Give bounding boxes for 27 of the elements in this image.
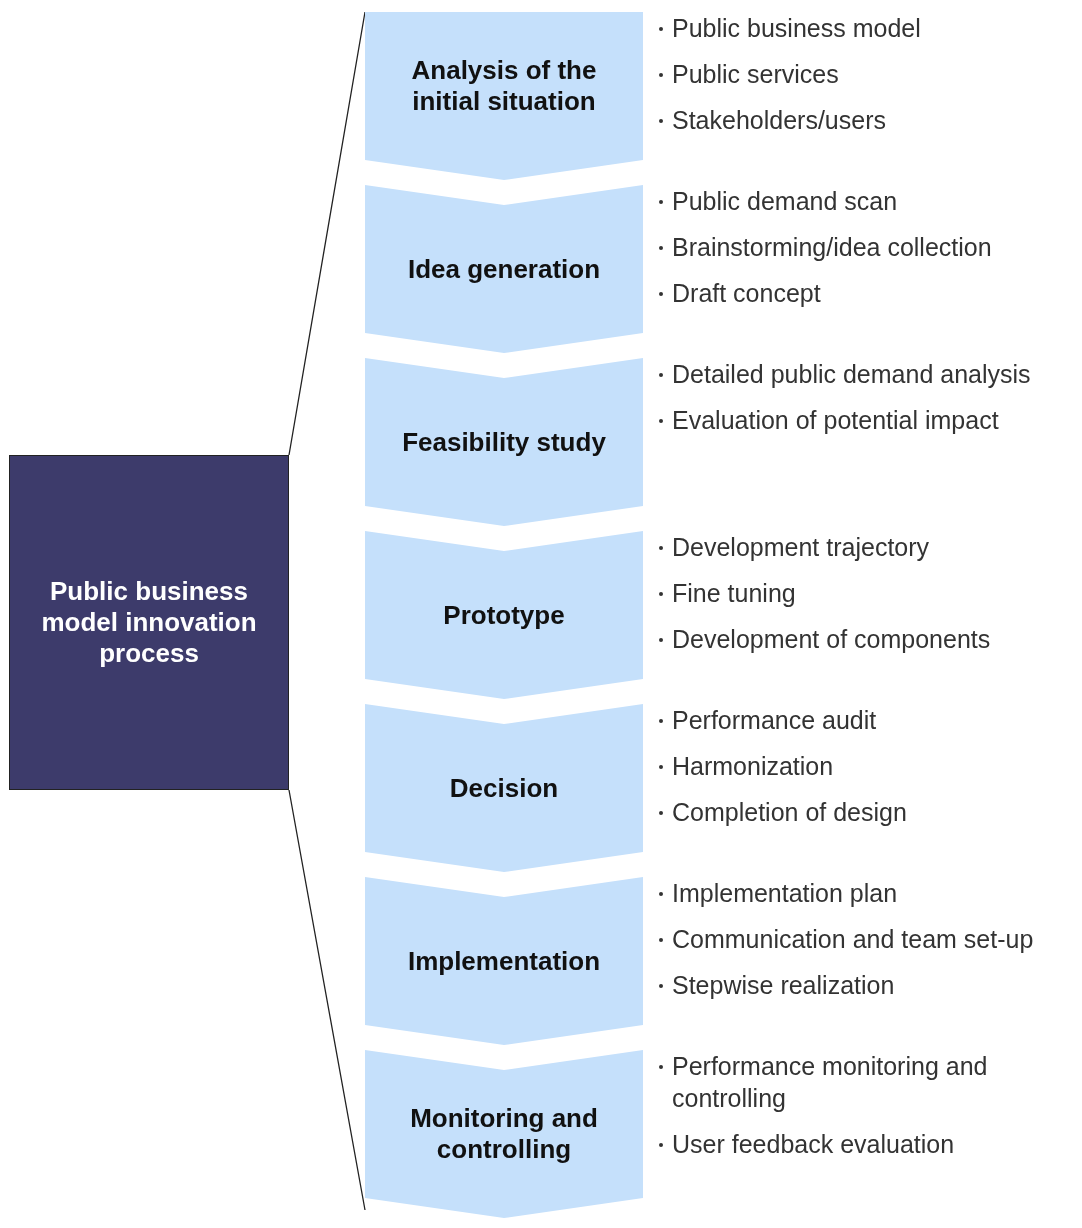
process-box: Public business model innovation process — [9, 455, 289, 790]
bullet-text: Performance audit — [672, 705, 877, 736]
bullet-text: Evaluation of potential impact — [672, 405, 999, 436]
process-step: Analysis of the initial situation — [365, 12, 643, 180]
bullet-text: Development trajectory — [672, 532, 930, 563]
process-step: Monitoring and controlling — [365, 1050, 643, 1218]
bullet-text: Draft concept — [672, 278, 821, 309]
process-step: Decision — [365, 704, 643, 872]
bullet-text: Development of components — [672, 624, 991, 655]
process-step: Prototype — [365, 531, 643, 699]
bullet-text: Performance monitoring and controlling — [672, 1051, 989, 1114]
bullet-text: Public business model — [672, 13, 921, 44]
bullet-text: Stepwise realization — [672, 970, 895, 1001]
bullet-text: Communication and team set-up — [672, 924, 1034, 955]
bullet-text: Stakeholders/users — [672, 105, 886, 136]
bullet-text: Completion of design — [672, 797, 907, 828]
bullet-text: Detailed public demand analysis — [672, 359, 1031, 390]
process-step: Idea generation — [365, 185, 643, 353]
bullet-text: Public services — [672, 59, 839, 90]
bullet-text: Implementation plan — [672, 878, 898, 909]
bullet-text: Harmonization — [672, 751, 834, 782]
bullet-text: Public demand scan — [672, 186, 898, 217]
process-step: Feasibility study — [365, 358, 643, 526]
bullet-text: Fine tuning — [672, 578, 796, 609]
process-step: Implementation — [365, 877, 643, 1045]
bullet-text: User feedback evaluation — [672, 1129, 955, 1160]
bullet-text: Brainstorming/idea collection — [672, 232, 992, 263]
